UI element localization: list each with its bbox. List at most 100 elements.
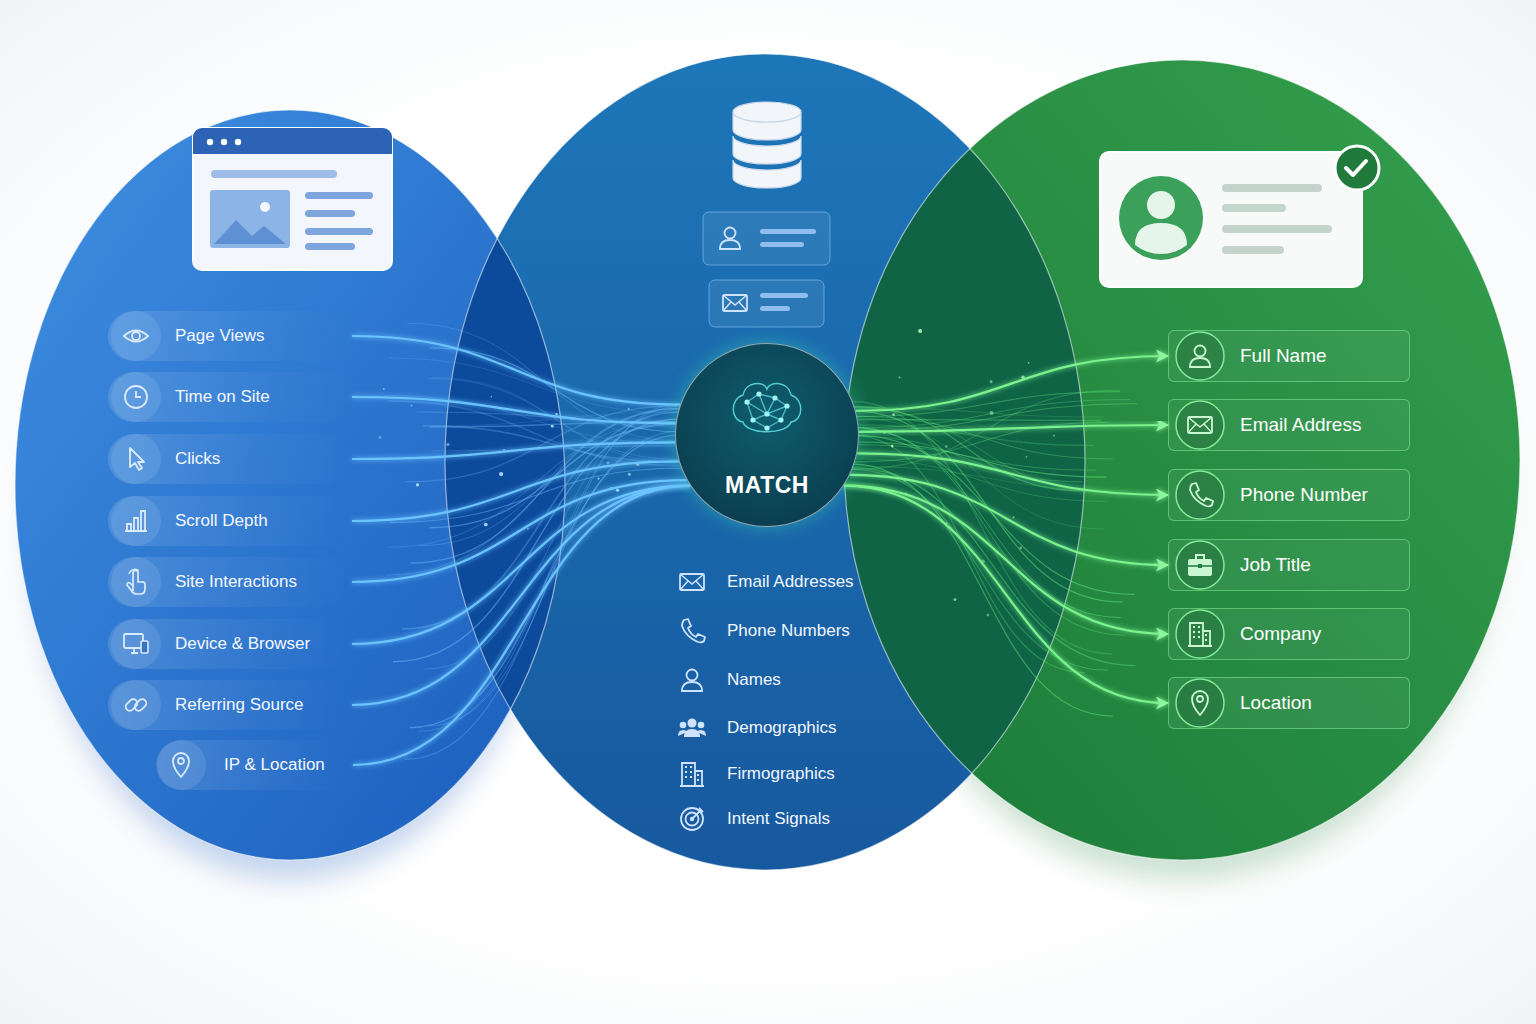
flow-connector [844,486,1168,634]
middle-icons [678,574,706,830]
sparkle-dot [616,489,619,492]
data-streak [852,422,1108,462]
flow-connector [859,425,1168,432]
sparkle-dot [628,473,631,476]
node-text: Time on Site [175,387,270,407]
node-text: Location [1240,692,1312,714]
input-signal-pill: Referring Source [108,680,352,730]
output-field-box: Company [1168,608,1410,660]
flow-connector [352,442,675,459]
node-text: Scroll Depth [175,511,268,531]
ellipse-outlines [15,54,1520,870]
output-field-box: Location [1168,677,1410,729]
node-text: MATCH [725,472,809,499]
input-signal-pill: Site Interactions [108,557,352,607]
node-text: Page Views [175,326,264,346]
flow-connector [352,397,676,423]
sparkle-dot [954,598,957,601]
flow-connector [352,336,680,405]
input-signal-pill: Time on Site [108,372,352,422]
output-field-box: Email Address [1168,399,1410,451]
data-streak [393,419,682,662]
sparkle-dot [527,528,529,530]
sparkle-dot [1013,516,1015,518]
sparkle-dot [1053,435,1055,437]
data-streak [852,418,1104,529]
node-text: IP & Location [224,755,325,775]
input-signal-pill: IP & Location [157,740,353,790]
input-signal-pill: Device & Browser [108,619,352,669]
data-source-label: Demographics [727,718,837,738]
sparkle-dot [1028,362,1030,364]
data-streak [423,426,682,462]
data-streak [852,400,1130,428]
browser-window-icon [193,128,392,270]
flow-connector [352,486,690,644]
data-streak [852,435,1134,594]
profile-card [1100,146,1379,287]
sparkle-dot [987,614,990,617]
flow-connector [352,461,679,521]
data-streak [852,408,1109,492]
data-streak [852,445,1096,470]
sparkle-dot [899,376,901,378]
sparkle-dot [503,449,505,451]
flow-connector [857,453,1168,495]
data-streak [428,404,682,726]
flow-connector [352,486,690,705]
sparkle-dot [606,461,609,464]
sparkle-dot [446,443,449,446]
data-streak [852,428,1121,618]
sparkle-dot [499,472,503,476]
sparkle-dot [628,408,630,410]
sparkle-dot [416,483,419,486]
sparkle-dot [1019,547,1022,550]
data-source-label: Names [727,670,781,690]
data-source-label: Phone Numbers [727,621,850,641]
data-streak [389,358,682,413]
match-circle: MATCH [675,343,859,527]
data-streak [852,468,1136,666]
output-field-box: Job Title [1168,539,1410,591]
record-card [703,212,830,327]
database-icon [733,102,801,188]
data-streak [410,435,682,728]
data-streak [410,408,682,563]
input-signal-pill: Page Views [108,311,352,361]
node-text: Full Name [1240,345,1327,367]
input-signal-pill: Clicks [108,434,352,484]
data-streak [852,392,1120,417]
node-text: Phone Number [1240,484,1368,506]
data-streak [424,410,682,670]
data-source-label: Firmographics [727,764,835,784]
data-source-label: Email Addresses [727,572,854,592]
sparkle-dot [990,380,993,383]
node-text: Device & Browser [175,634,310,654]
sparkle-dot [484,523,488,527]
sparkle-dot [491,396,493,398]
sparkle-dot [1026,456,1028,458]
sparkle-dot [597,478,599,480]
node-text: Site Interactions [175,572,297,592]
data-streak [852,427,1125,635]
data-streaks [379,323,1138,759]
output-field-box: Phone Number [1168,469,1410,521]
sparkle-dot [383,388,385,390]
output-field-box: Full Name [1168,330,1410,382]
node-text: Referring Source [175,695,304,715]
flow-connector [353,486,690,765]
sparkle-dot [891,445,894,448]
sparkle-dot [379,436,382,439]
sparkle-dot [945,445,947,447]
input-signal-pill: Scroll Depth [108,496,352,546]
data-streak [417,412,682,422]
data-streak [852,425,1094,446]
sparkle-dot [990,411,994,415]
flow-connector [850,475,1168,565]
sparkle-dot [918,329,922,333]
node-text: Job Title [1240,554,1311,576]
node-text: Clicks [175,449,220,469]
sparkle-dot [555,413,557,415]
right-icons [1176,332,1224,727]
